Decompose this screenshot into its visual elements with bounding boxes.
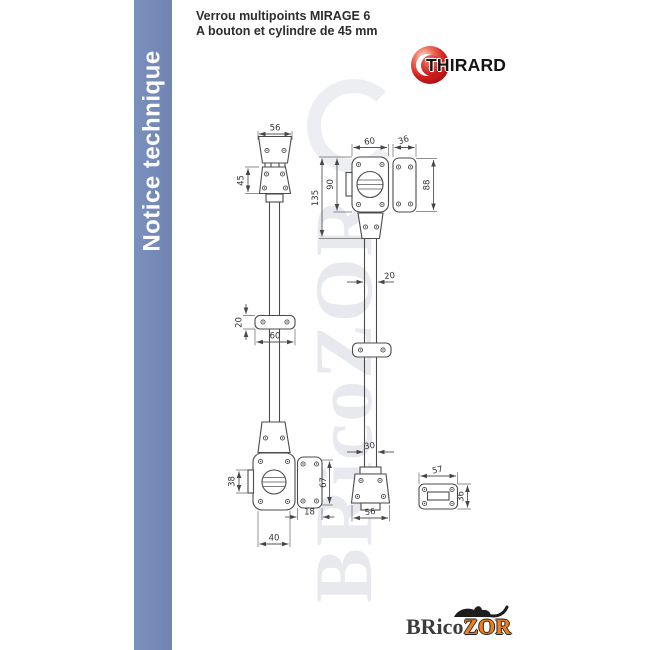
thirard-sphere-inner (421, 55, 442, 76)
dim-left-top-width: 56 (270, 124, 281, 134)
thirard-logo: THIRARD (405, 44, 508, 86)
dim-right-rod-width: 20 (384, 271, 396, 282)
page-title-line1: Verrou multipoints MIRAGE 6 (196, 9, 371, 23)
dim-right-foot-width: 56 (364, 507, 376, 518)
technical-drawing: 56 45 20 60 (228, 124, 471, 547)
sidebar-label-wrap: Notice technique (134, 0, 172, 302)
thirard-wordmark: THIRARD (426, 55, 507, 75)
dim-left-guide-width: 60 (270, 332, 281, 342)
dim-right-keeper-width: 36 (397, 134, 411, 147)
bricozor-wordmark-dark: BRico (406, 614, 464, 639)
strike-plate-view: 57 36 (418, 465, 471, 510)
sidebar-band (134, 0, 172, 650)
dim-strike-width: 57 (431, 465, 444, 477)
dim-right-head-height: 135 (311, 190, 321, 206)
page-title: Verrou multipoints MIRAGE 6 A bouton et … (196, 9, 378, 39)
dim-left-keeper-height: 67 (319, 477, 329, 488)
dim-left-keeper-width: 18 (304, 508, 315, 518)
left-view: 56 45 20 60 (228, 124, 335, 547)
dim-right-rod-end-width: 30 (364, 441, 376, 452)
bricozor-logo: BRicoZOR (406, 602, 511, 644)
dim-strike-height: 36 (457, 491, 467, 502)
bricozor-cat-icon (454, 605, 509, 618)
dim-right-body-width: 60 (364, 136, 376, 147)
watermark-cat-swirl-icon (307, 79, 401, 172)
dim-left-body-width: 40 (269, 534, 280, 544)
dim-left-body-side-height: 38 (228, 476, 238, 487)
dim-left-upper-plate-height: 45 (237, 175, 247, 186)
dim-right-body-height: 90 (326, 179, 336, 190)
dim-left-guide-thickness: 20 (235, 317, 245, 328)
bricozor-wordmark: BRicoZOR (406, 614, 511, 640)
sidebar-label: Notice technique (139, 50, 167, 252)
page-title-line2: A bouton et cylindre de 45 mm (196, 24, 378, 38)
screw-holes (257, 147, 455, 507)
dim-right-keeper-height: 88 (423, 180, 433, 191)
bricozor-wordmark-orange: ZOR (463, 614, 512, 639)
